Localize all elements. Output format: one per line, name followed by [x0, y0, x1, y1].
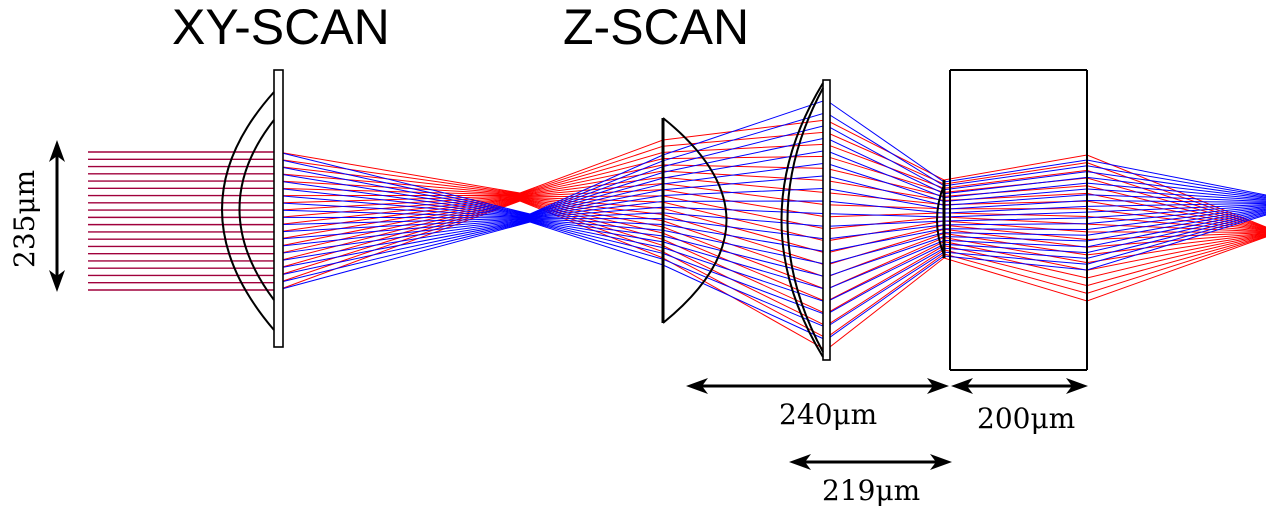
dim-219-head-left — [789, 454, 811, 470]
dim-arrow-200 — [951, 378, 1088, 394]
small-lens — [936, 180, 946, 258]
dim-200-head-right — [1066, 378, 1088, 394]
objective-outer-curve — [780, 82, 824, 358]
sample-box — [949, 69, 1088, 371]
dim-240-head-right — [927, 378, 949, 394]
dim-240-label: 240μm — [779, 398, 877, 431]
beam-height-head-bottom — [49, 270, 65, 292]
objective-inner-curve — [786, 87, 824, 353]
objective-lens — [780, 79, 831, 361]
dim-200-head-left — [951, 378, 973, 394]
dim-arrow-219 — [789, 454, 952, 470]
beam-height-head-top — [49, 140, 65, 162]
z-scan-lens — [661, 117, 728, 324]
dim-240-head-left — [686, 378, 708, 394]
small-lens-curve — [936, 184, 945, 256]
input-rays — [88, 151, 278, 291]
objective-flat-plate — [822, 79, 831, 361]
dim-arrow-240 — [686, 378, 949, 394]
beam-height-arrow — [49, 140, 65, 292]
blue-ray — [277, 200, 1266, 218]
dim-200-label: 200μm — [977, 402, 1075, 435]
z-curved-face — [662, 117, 728, 324]
blue-ray — [277, 137, 1266, 216]
xy-inner-curve — [238, 119, 275, 301]
xy-scan-title: XY-SCAN — [172, 0, 390, 55]
beam-height-label: 235μm — [8, 170, 41, 268]
xy-outer-curve — [221, 91, 275, 331]
z-scan-title: Z-SCAN — [563, 0, 749, 55]
xy-flat-plate — [273, 69, 284, 348]
xy-scan-lens — [221, 69, 284, 348]
dim-219-label: 219μm — [822, 474, 920, 507]
dim-219-head-right — [930, 454, 952, 470]
